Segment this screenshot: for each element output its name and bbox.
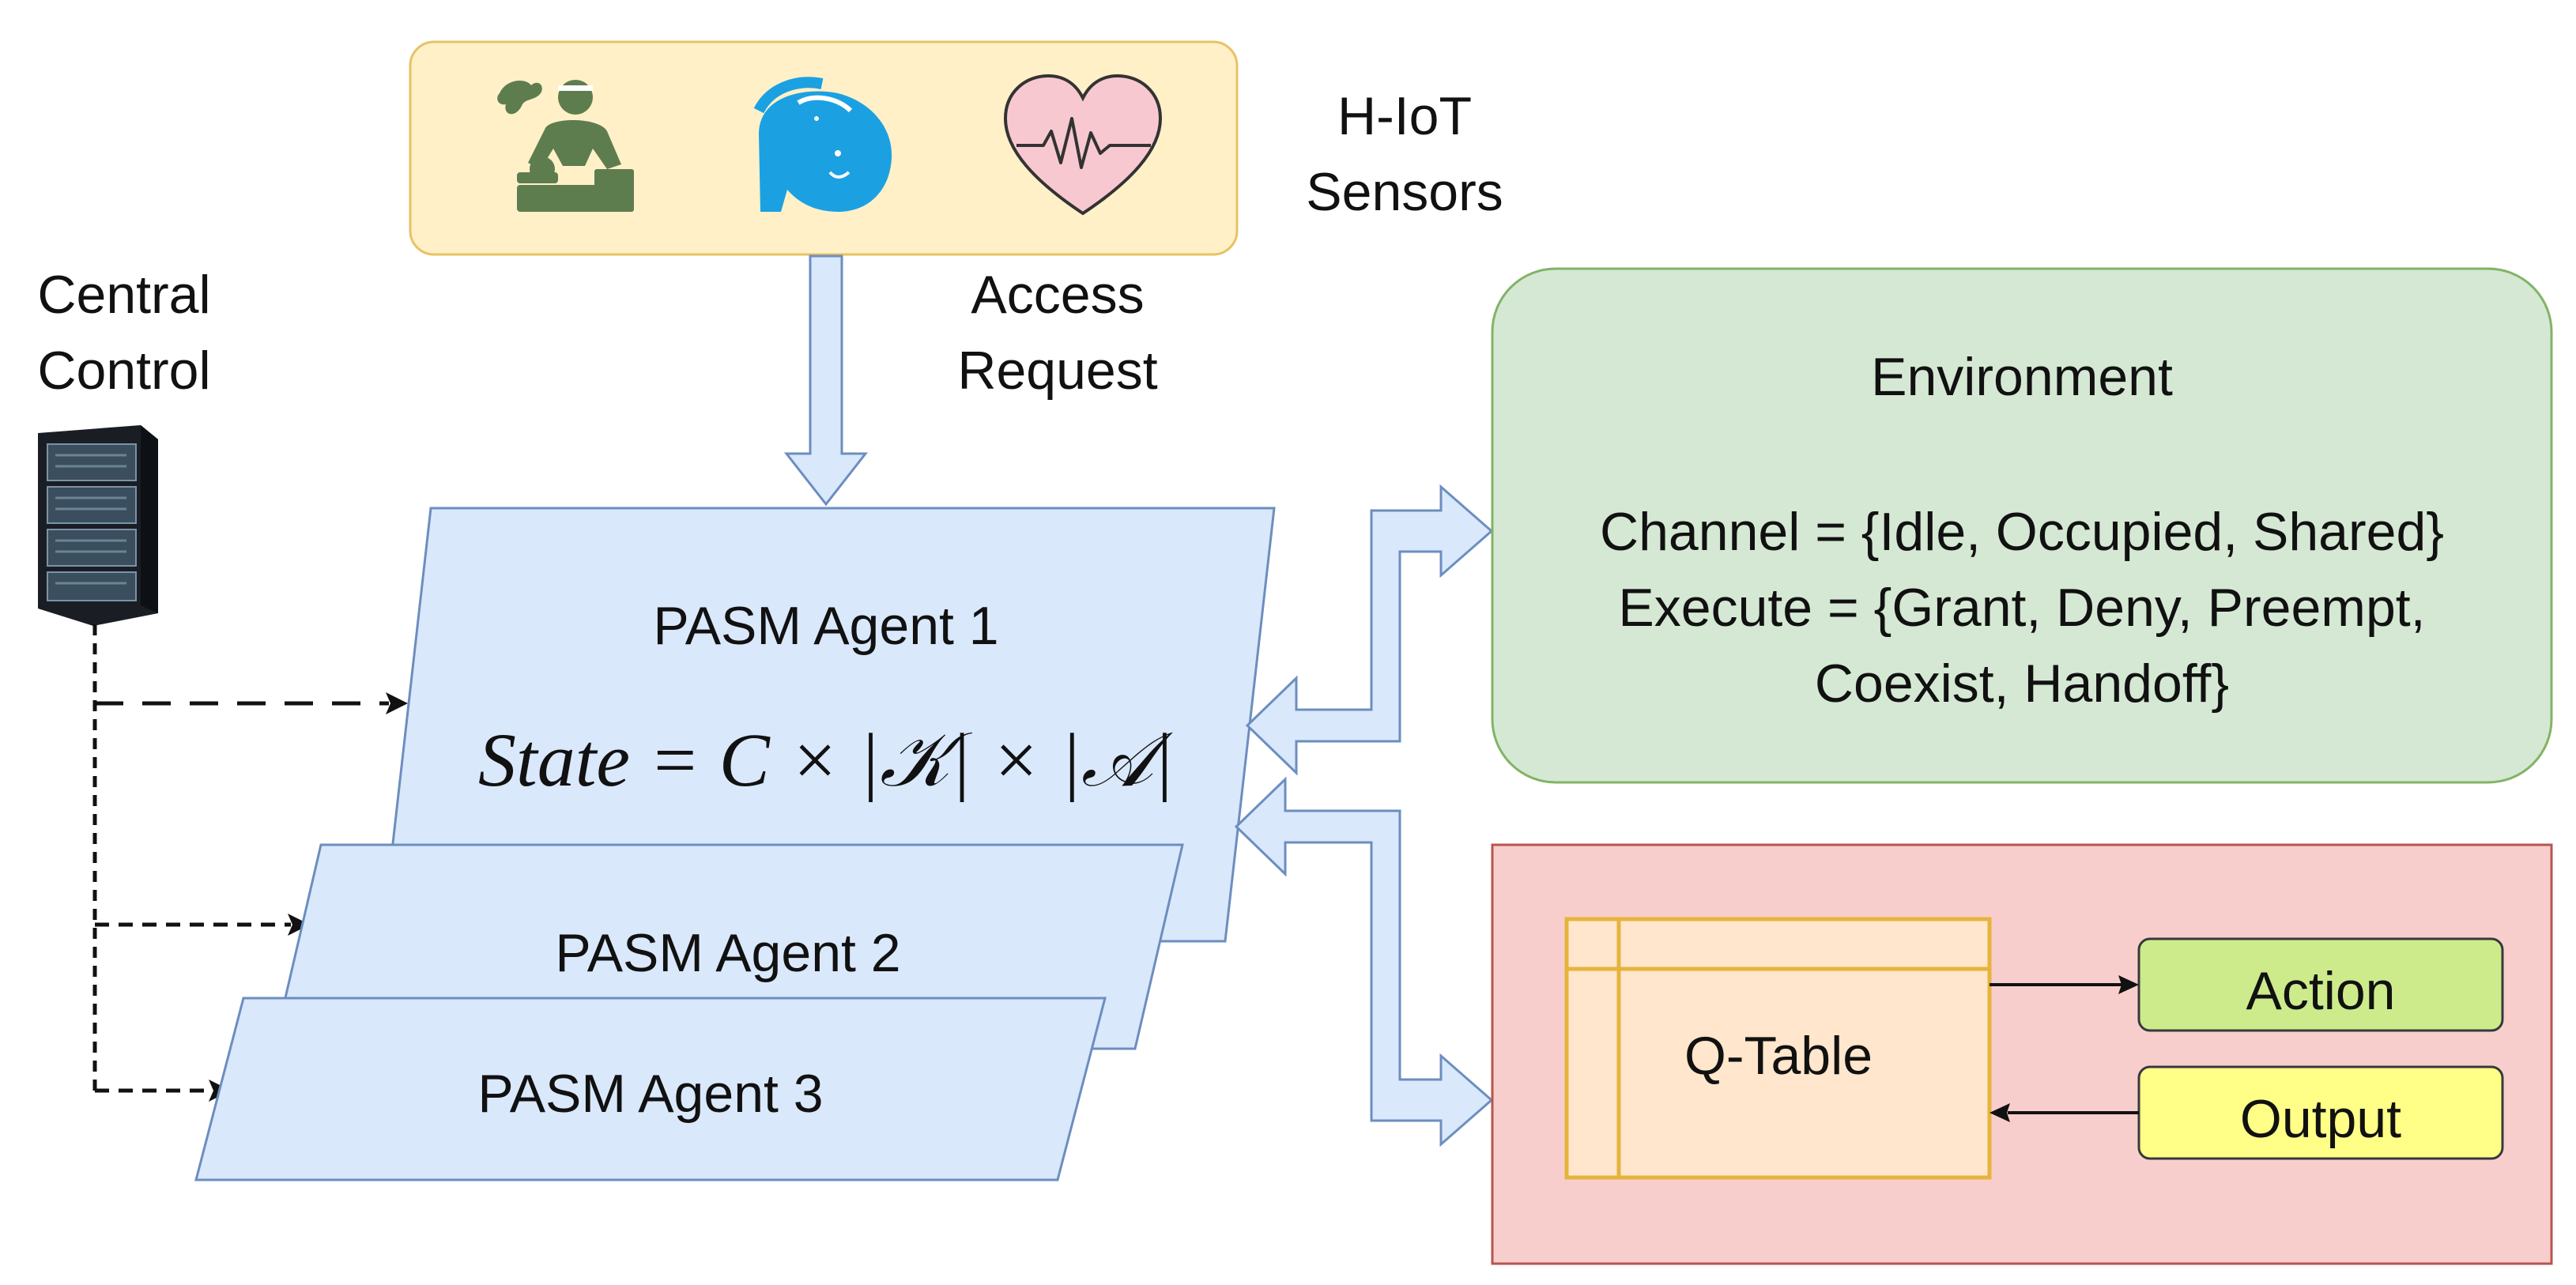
agent-1-label: PASM Agent 1 — [653, 596, 998, 656]
agent-environment-arrow — [1245, 484, 1494, 776]
agent-3-label: PASM Agent 3 — [477, 1064, 823, 1124]
access-request-arrow — [783, 254, 869, 507]
central-control-line1: Central — [37, 265, 210, 325]
sensors-panel: H-IoT Sensors — [409, 40, 1503, 256]
access-request-line1: Access — [971, 265, 1144, 325]
server-rack-icon — [38, 425, 158, 626]
agent-2-label: PASM Agent 2 — [555, 923, 900, 983]
environment-execute-cont: Coexist, Handoff} — [1815, 654, 2229, 714]
output-label: Output — [2240, 1089, 2401, 1149]
agent-qtable-arrow — [1234, 776, 1494, 1147]
environment-execute: Execute = {Grant, Deny, Preempt, — [1618, 578, 2425, 638]
environment-title: Environment — [1871, 347, 2173, 407]
central-control-line2: Control — [37, 341, 210, 401]
qtable-label: Q-Table — [1684, 1026, 1873, 1086]
qlearning-panel: Q-Table Action Output — [1491, 843, 2553, 1265]
sensors-label-line1: H-IoT — [1337, 86, 1472, 146]
agent-1-formula: State = C × |𝒦| × |𝒜| — [478, 718, 1174, 802]
environment-channel: Channel = {Idle, Occupied, Shared} — [1600, 502, 2444, 562]
agent-3: PASM Agent 3 — [194, 997, 1107, 1181]
action-box: Action — [2137, 937, 2504, 1032]
output-box: Output — [2137, 1065, 2504, 1160]
medical-head-icon — [753, 77, 892, 212]
qtable: Q-Table — [1564, 917, 1992, 1180]
action-label: Action — [2246, 961, 2396, 1021]
heartbeat-icon — [1003, 73, 1163, 216]
environment-panel: Environment Channel = {Idle, Occupied, S… — [1491, 267, 2553, 784]
control-lines — [92, 624, 389, 1093]
sensors-label-line2: Sensors — [1306, 162, 1503, 222]
agent-1: PASM Agent 1 State = C × |𝒦| × |𝒜| — [380, 507, 1276, 943]
qtable-links — [1990, 975, 2139, 1122]
doctor-patient-icon — [497, 80, 634, 212]
access-request-line2: Request — [957, 341, 1157, 401]
